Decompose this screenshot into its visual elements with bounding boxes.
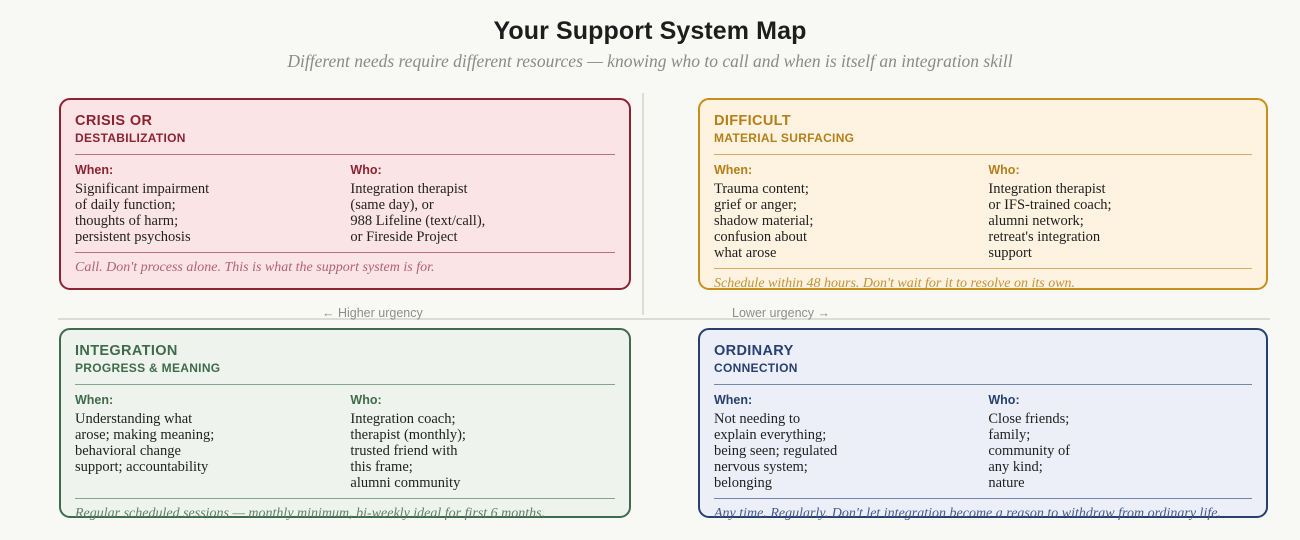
- when-lines: Trauma content;grief or anger;shadow mat…: [714, 181, 980, 261]
- text-line: 988 Lifeline (text/call),: [350, 213, 486, 230]
- text-line: retreat's integration: [988, 229, 1101, 246]
- text-line: or IFS-trained coach;: [988, 197, 1112, 214]
- card-title: DIFFICULT: [714, 113, 791, 129]
- text-line: thoughts of harm;: [75, 213, 179, 230]
- footnote-divider: [75, 252, 615, 254]
- who-lines: Integration coach;therapist (monthly);tr…: [350, 411, 615, 491]
- footnote-divider: [714, 268, 1252, 270]
- quadrant-card-crisis[interactable]: CRISIS OR DESTABILIZATION When: Signific…: [59, 98, 631, 290]
- card-subtitle: CONNECTION: [714, 361, 798, 375]
- quadrant-card-integration[interactable]: INTEGRATION PROGRESS & MEANING When: Und…: [59, 328, 631, 521]
- card-footnote: Regular scheduled sessions — monthly min…: [75, 506, 546, 522]
- text-line: Integration coach;: [350, 411, 456, 427]
- text-line: Understanding what: [75, 411, 193, 427]
- text-line: of daily function;: [75, 197, 176, 214]
- quadrant-card-ordinary[interactable]: ORDINARY CONNECTION When: Not needing to…: [698, 328, 1268, 521]
- page-title: Your Support System Map: [493, 17, 807, 45]
- text-line: alumni community: [350, 475, 461, 492]
- text-line: or Fireside Project: [350, 229, 458, 246]
- header-divider: [75, 154, 615, 155]
- text-line: support; accountability: [75, 459, 209, 476]
- card-columns: When: Trauma content;grief or anger;shad…: [714, 162, 1252, 261]
- card-subtitle: DESTABILIZATION: [75, 131, 186, 145]
- text-line: (same day), or: [350, 197, 434, 214]
- text-line: nature: [988, 475, 1025, 492]
- who-column: Who: Integration therapist(same day), or…: [350, 162, 615, 245]
- text-line: shadow material;: [714, 213, 814, 230]
- text-line: Not needing to: [714, 411, 801, 427]
- text-line: Close friends;: [988, 411, 1070, 427]
- header-divider: [714, 384, 1252, 385]
- text-line: Integration therapist: [988, 181, 1106, 197]
- text-line: therapist (monthly);: [350, 427, 466, 444]
- page-header: Your Support System Map Different needs …: [0, 0, 1300, 74]
- quadrant-card-difficult[interactable]: DIFFICULT MATERIAL SURFACING When: Traum…: [698, 98, 1268, 292]
- text-line: behavioral change: [75, 443, 181, 460]
- footnote-divider: [75, 498, 615, 500]
- card-title: ORDINARY: [714, 343, 794, 359]
- text-line: arose; making meaning;: [75, 427, 215, 444]
- page-subtitle: Different needs require different resour…: [287, 51, 1013, 71]
- quadrant-grid: ← Higher urgency Lower urgency → CRISIS …: [0, 90, 1300, 540]
- text-line: Integration therapist: [350, 181, 468, 197]
- who-column: Who: Integration coach;therapist (monthl…: [350, 392, 615, 491]
- when-column: When: Trauma content;grief or anger;shad…: [714, 162, 988, 261]
- card-title: INTEGRATION: [75, 343, 178, 359]
- text-line: nervous system;: [714, 459, 808, 476]
- axis-label-lower-urgency: Lower urgency →: [732, 306, 830, 320]
- axis-divider-vertical: [642, 93, 644, 315]
- text-line: Significant impairment: [75, 181, 210, 197]
- text-line: persistent psychosis: [75, 229, 191, 246]
- when-label: When:: [75, 393, 114, 407]
- text-line: family;: [988, 427, 1031, 444]
- text-line: Trauma content;: [714, 181, 809, 197]
- footnote-divider: [714, 498, 1252, 500]
- text-line: this frame;: [350, 459, 413, 476]
- who-label: Who:: [350, 393, 382, 407]
- when-label: When:: [714, 163, 753, 177]
- text-line: support: [988, 245, 1032, 262]
- text-line: community of: [988, 443, 1071, 460]
- text-line: belonging: [714, 475, 772, 492]
- header-divider: [714, 154, 1252, 155]
- card-subtitle: PROGRESS & MEANING: [75, 361, 221, 375]
- who-label: Who:: [350, 163, 382, 177]
- card-subtitle: MATERIAL SURFACING: [714, 131, 855, 145]
- when-label: When:: [75, 163, 114, 177]
- text-line: grief or anger;: [714, 197, 797, 214]
- text-line: explain everything;: [714, 427, 827, 444]
- card-footnote: Any time. Regularly. Don't let integrati…: [714, 506, 1221, 522]
- text-line: what arose: [714, 245, 777, 262]
- who-label: Who:: [988, 163, 1020, 177]
- card-footnote: Schedule within 48 hours. Don't wait for…: [714, 276, 1076, 292]
- text-line: trusted friend with: [350, 443, 458, 460]
- text-line: confusion about: [714, 229, 808, 246]
- axis-divider-horizontal: [58, 318, 1270, 320]
- when-label: When:: [714, 393, 753, 407]
- text-line: alumni network;: [988, 213, 1084, 230]
- text-line: being seen; regulated: [714, 443, 838, 460]
- card-title: CRISIS OR: [75, 113, 153, 129]
- card-footnote: Call. Don't process alone. This is what …: [75, 260, 435, 276]
- header-divider: [75, 384, 615, 385]
- text-line: any kind;: [988, 459, 1043, 476]
- axis-label-higher-urgency: ← Higher urgency: [322, 306, 423, 320]
- who-label: Who:: [988, 393, 1020, 407]
